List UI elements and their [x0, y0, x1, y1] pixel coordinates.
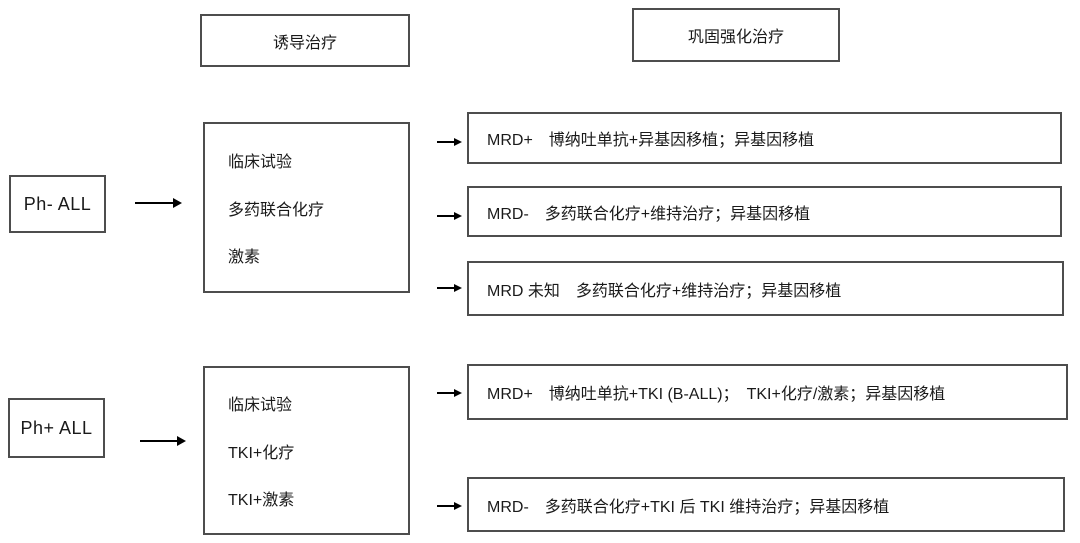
induction-option: 多药联合化疗 — [228, 201, 325, 219]
consolidation-mrd-unknown-box: MRD 未知 多药联合化疗+维持治疗；异基因移植 — [467, 261, 1064, 316]
arrow-to-mrd-negative-ph-positive — [437, 502, 462, 510]
arrow-to-mrd-unknown — [437, 284, 462, 292]
arrow-ph-positive-to-induction — [140, 436, 186, 446]
induction-option: 临床试验 — [228, 153, 293, 171]
induction-option: 临床试验 — [228, 397, 293, 415]
patient-ph-positive-box: Ph+ ALL — [8, 398, 105, 458]
consolidation-text: MRD+ 博纳吐单抗+异基因移植；异基因移植 — [487, 132, 815, 149]
consolidation-mrd-negative-box: MRD- 多药联合化疗+维持治疗；异基因移植 — [467, 186, 1062, 237]
arrow-ph-negative-to-induction — [135, 198, 182, 208]
induction-ph-positive-box: 临床试验 TKI+化疗 TKI+激素 — [203, 366, 410, 535]
induction-option: 激素 — [228, 249, 261, 267]
patient-ph-negative-label: Ph- ALL — [23, 193, 92, 214]
arrow-to-mrd-positive-ph-positive — [437, 389, 462, 397]
consolidation-text: MRD 未知 多药联合化疗+维持治疗；异基因移植 — [487, 282, 842, 300]
consolidation-text: MRD+ 博纳吐单抗+TKI (B-ALL)； TKI+化疗/激素；异基因移植 — [487, 386, 946, 403]
consolidation-mrd-positive-ph-positive-box: MRD+ 博纳吐单抗+TKI (B-ALL)； TKI+化疗/激素；异基因移植 — [467, 364, 1068, 420]
consolidation-mrd-positive-box: MRD+ 博纳吐单抗+异基因移植；异基因移植 — [467, 112, 1062, 164]
consolidation-mrd-negative-ph-positive-box: MRD- 多药联合化疗+TKI 后 TKI 维持治疗；异基因移植 — [467, 477, 1065, 532]
consolidation-text: MRD- 多药联合化疗+维持治疗；异基因移植 — [487, 205, 811, 223]
header-induction-box: 诱导治疗 — [200, 14, 410, 67]
induction-option: TKI+化疗 — [228, 444, 295, 462]
induction-ph-negative-box: 临床试验 多药联合化疗 激素 — [203, 122, 410, 293]
patient-ph-positive-label: Ph+ ALL — [20, 417, 93, 438]
header-induction-label: 诱导治疗 — [272, 34, 337, 52]
patient-ph-negative-box: Ph- ALL — [9, 175, 106, 233]
header-consolidation-box: 巩固强化治疗 — [632, 8, 840, 62]
induction-option: TKI+激素 — [228, 491, 295, 509]
header-consolidation-label: 巩固强化治疗 — [687, 29, 784, 46]
arrow-to-mrd-negative — [437, 212, 462, 220]
consolidation-text: MRD- 多药联合化疗+TKI 后 TKI 维持治疗；异基因移植 — [487, 498, 890, 516]
arrow-to-mrd-positive — [437, 138, 462, 146]
